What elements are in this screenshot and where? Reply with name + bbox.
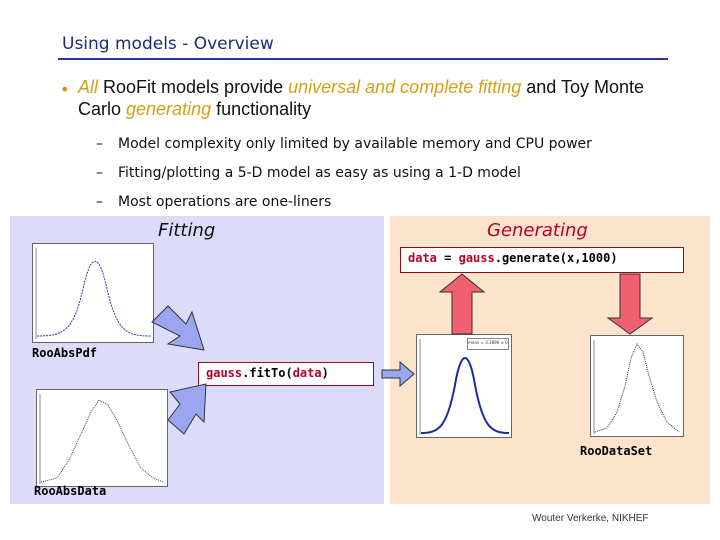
bullet-text-b: and Toy Monte Carlo bbox=[78, 77, 644, 119]
bullet-universal: universal and complete fitting bbox=[288, 77, 522, 97]
arrow-pdf-to-fit-icon bbox=[151, 305, 205, 351]
title-divider bbox=[58, 58, 668, 60]
page-title: Using models - Overview bbox=[62, 34, 274, 54]
arrow-generate-up-icon bbox=[438, 273, 486, 335]
dash-icon: – bbox=[96, 136, 103, 152]
dash-icon: – bbox=[96, 165, 103, 181]
sub-bullet-text: Most operations are one-liners bbox=[118, 194, 332, 210]
fit-stat-text: mean = 3.3896 ± 0.013 bbox=[468, 340, 508, 345]
code-generate-call: .generate(x,1000) bbox=[494, 251, 618, 265]
arrow-generate-down-icon bbox=[606, 273, 654, 335]
pdf-plot bbox=[32, 243, 154, 343]
fitting-heading: Fitting bbox=[158, 220, 216, 241]
code-data-var: data bbox=[408, 251, 437, 265]
arrow-data-to-fit-icon bbox=[167, 383, 207, 435]
fitted-data-plot: mean = 3.3896 ± 0.013 bbox=[416, 334, 512, 438]
code-data-var: data bbox=[292, 366, 322, 380]
roo-abs-data-label: RooAbsData bbox=[34, 484, 107, 498]
sub-bullet: –Model complexity only limited by availa… bbox=[96, 136, 592, 152]
bullet-icon: • bbox=[60, 80, 70, 99]
fitto-code-box: gauss.fitTo(data) bbox=[198, 362, 374, 386]
sub-bullet: –Most operations are one-liners bbox=[96, 194, 331, 210]
dash-icon: – bbox=[96, 194, 103, 210]
bullet-generating: generating bbox=[126, 99, 212, 119]
sub-bullet-text: Fitting/plotting a 5-D model as easy as … bbox=[118, 165, 521, 181]
dataset-histogram-graphic bbox=[593, 340, 680, 434]
roo-dataset-label: RooDataSet bbox=[580, 444, 653, 458]
roo-abs-pdf-label: RooAbsPdf bbox=[32, 346, 98, 360]
main-bullet: All RooFit models provide universal and … bbox=[78, 76, 678, 120]
code-close-paren: ) bbox=[321, 366, 329, 380]
sub-bullet: –Fitting/plotting a 5-D model as easy as… bbox=[96, 165, 521, 181]
fit-stat-box: mean = 3.3896 ± 0.013 bbox=[467, 338, 509, 350]
fit-result-graphic bbox=[419, 339, 510, 435]
pdf-curve-graphic bbox=[35, 248, 152, 339]
dataset-plot bbox=[590, 335, 684, 437]
bullet-all: All bbox=[78, 77, 99, 97]
absdata-plot bbox=[36, 389, 168, 487]
bullet-text-a: RooFit models provide bbox=[98, 77, 289, 97]
code-gauss-var: gauss bbox=[458, 251, 495, 265]
author-footer: Wouter Verkerke, NIKHEF bbox=[532, 513, 649, 524]
generate-code-box: data = gauss.generate(x,1000) bbox=[400, 247, 684, 273]
sub-bullet-text: Model complexity only limited by availab… bbox=[118, 136, 592, 152]
bullet-text-c: functionality bbox=[211, 99, 312, 119]
arrow-fit-to-result-icon bbox=[381, 360, 415, 388]
data-histogram-graphic bbox=[39, 394, 164, 484]
code-equals: = bbox=[436, 251, 459, 265]
code-fitto-call: .fitTo( bbox=[242, 366, 293, 380]
generating-heading: Generating bbox=[487, 220, 588, 241]
code-gauss-var: gauss bbox=[206, 366, 243, 380]
